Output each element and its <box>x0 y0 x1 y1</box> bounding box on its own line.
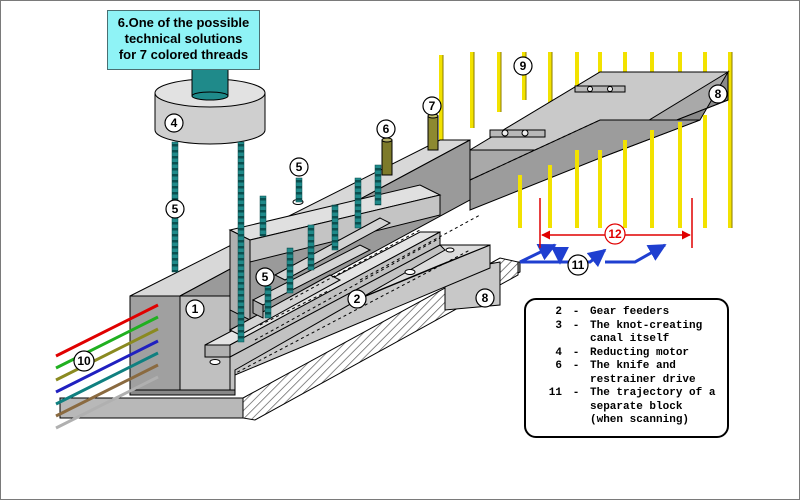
legend-box: 2 - Gear feeders 3 - The knot-creating c… <box>524 298 729 438</box>
caption-line-2: technical solutions <box>124 31 243 46</box>
svg-text:7: 7 <box>429 99 436 113</box>
svg-text:12: 12 <box>608 227 622 241</box>
legend-number: 11 <box>548 387 562 399</box>
svg-text:5: 5 <box>296 160 303 174</box>
legend-text: The knot-creating canal itself <box>590 319 703 346</box>
legend-text: Reducting motor <box>590 346 690 359</box>
svg-text:8: 8 <box>715 87 722 101</box>
svg-text:9: 9 <box>520 59 527 73</box>
legend-item: 6 - The knife and restrainer drive <box>534 360 721 387</box>
reducing-motor <box>154 59 266 145</box>
legend-dash: - <box>572 306 580 318</box>
trajectory-arrows <box>519 243 667 268</box>
svg-text:4: 4 <box>171 116 178 130</box>
callout-7: 7 <box>422 96 442 116</box>
callout-1: 1 <box>185 299 205 319</box>
callout-4: 4 <box>164 113 184 133</box>
legend-text: Gear feeders <box>590 306 670 318</box>
legend-item: 2 - Gear feeders <box>534 306 721 320</box>
legend-text: The trajectory of a separate block (when… <box>590 387 716 426</box>
legend-item: 11 - The trajectory of a separate block … <box>534 387 721 428</box>
callout-10: 10 <box>73 350 95 372</box>
svg-text:6: 6 <box>383 122 390 136</box>
legend-dash: - <box>572 346 580 359</box>
caption-line-3: for 7 colored threads <box>118 47 249 62</box>
callout-8a: 8 <box>708 84 728 104</box>
caption-box: 6.One of the possible technical solution… <box>107 10 260 70</box>
legend-item: 4 - Reducting motor <box>534 347 721 361</box>
legend-dash: - <box>572 360 580 372</box>
legend-item: 3 - The knot-creating canal itself <box>534 320 721 347</box>
knife-drives <box>381 113 439 176</box>
svg-text:10: 10 <box>77 354 91 368</box>
callout-11: 11 <box>567 254 589 276</box>
svg-text:11: 11 <box>572 258 585 272</box>
callout-12: 12 <box>604 223 626 245</box>
legend-dash: - <box>572 319 580 332</box>
legend-number: 4 <box>555 346 562 359</box>
legend-number: 3 <box>555 319 562 332</box>
callout-labels: 1 2 4 5 5 5 6 7 8 8 9 10 11 12 <box>73 56 728 372</box>
legend-number: 2 <box>555 306 562 318</box>
callout-2: 2 <box>347 289 367 309</box>
knife-parts <box>489 85 626 138</box>
callout-5a: 5 <box>165 199 185 219</box>
legend-dash: - <box>572 387 580 399</box>
callout-5b: 5 <box>289 157 309 177</box>
svg-text:5: 5 <box>172 202 179 216</box>
legend-text: The knife and restrainer drive <box>590 360 696 386</box>
svg-text:8: 8 <box>482 291 489 305</box>
svg-text:2: 2 <box>354 292 361 306</box>
caption-line-1: 6.One of the possible <box>117 15 250 30</box>
callout-5c: 5 <box>255 267 275 287</box>
callout-9: 9 <box>513 56 533 76</box>
colored-threads <box>55 303 159 430</box>
callout-6: 6 <box>376 119 396 139</box>
callout-8b: 8 <box>475 288 495 308</box>
svg-text:5: 5 <box>262 270 269 284</box>
svg-text:1: 1 <box>192 302 199 316</box>
legend-number: 6 <box>555 360 562 372</box>
